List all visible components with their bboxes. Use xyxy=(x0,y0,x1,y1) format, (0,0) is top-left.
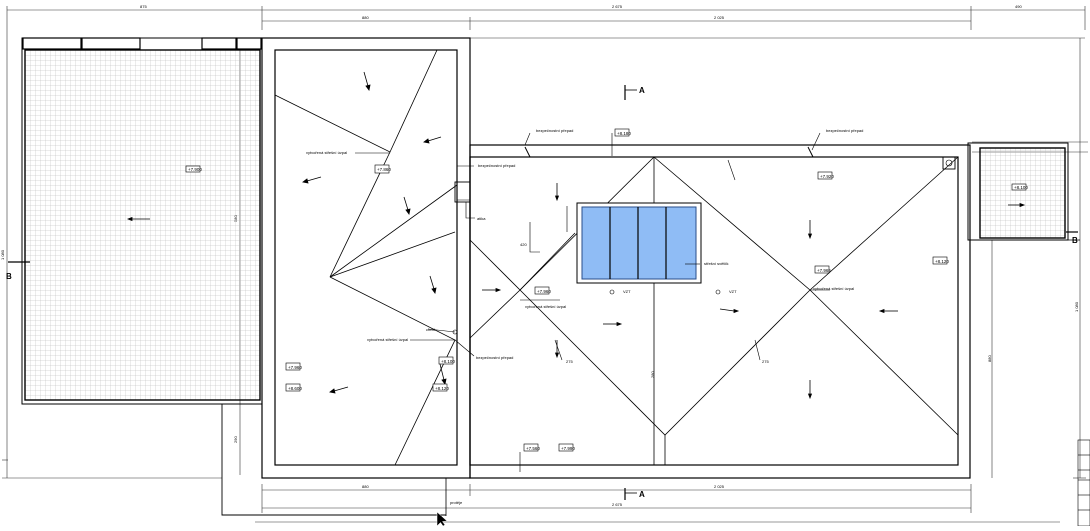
skylight xyxy=(576,202,702,284)
label-overflow-1: bezpečnostní přepad xyxy=(478,163,515,168)
section-b-right: B xyxy=(1072,236,1078,245)
elevation-tag: +7.920 xyxy=(817,171,834,180)
elevation-tag: +8.100 xyxy=(438,356,455,365)
svg-text:+7.965: +7.965 xyxy=(817,268,831,273)
label-overflow-2: bezpečnostní přepad xyxy=(476,355,513,360)
label-spout: chrlič xyxy=(426,327,435,332)
middle-roof xyxy=(261,37,471,479)
dim-top-outer-1: 875 xyxy=(140,4,147,9)
elevation-tag: +7.965 xyxy=(814,265,831,274)
mouse-cursor-icon xyxy=(436,511,448,527)
label-chute-1: bezpečnostní přepad xyxy=(536,128,573,133)
label-gutter-2: vytvořená střešní úvpal xyxy=(367,337,408,342)
right-roof xyxy=(469,144,971,479)
dim-top-inner-1: 880 xyxy=(362,15,369,20)
label-vent-2: VZT xyxy=(729,289,737,294)
elevation-tag: +7.990 xyxy=(558,443,575,452)
svg-text:+7.560: +7.560 xyxy=(526,446,540,451)
dim-bottom-inner-2: 2 025 xyxy=(714,484,725,489)
elevation-tag: +8.600 xyxy=(285,383,302,392)
dim-right-total: 1 080 xyxy=(1074,301,1079,312)
dim-bottom-outer: 2 675 xyxy=(612,502,623,507)
label-skylight: střešní světlík xyxy=(704,261,728,266)
svg-text:+8.100: +8.100 xyxy=(441,359,455,364)
dim-top-outer-2: 2 675 xyxy=(612,4,623,9)
right-terrace xyxy=(967,142,1080,241)
label-vent-1: VZT xyxy=(623,289,631,294)
svg-text:+7.920: +7.920 xyxy=(820,174,834,179)
slope-arrows xyxy=(126,71,1026,400)
dim-inner-h-1: 420 xyxy=(520,242,527,247)
dim-inner-h-3: 275 xyxy=(762,359,769,364)
label-valley-2: vytvořená střešní úvpal xyxy=(813,286,854,291)
elevation-tag: +8.100 xyxy=(1011,183,1028,191)
dim-left-total: 1 080 xyxy=(0,249,5,260)
elevation-tag: +7.960 xyxy=(534,286,551,295)
dim-inner-v-3: 880 xyxy=(987,355,992,362)
dim-inner-v-4: 280 xyxy=(650,371,655,378)
svg-text:+8.100: +8.100 xyxy=(1014,185,1028,190)
section-a-top: A xyxy=(639,86,645,95)
dim-inner-v-2: 290 xyxy=(233,436,238,443)
svg-text:+7.960: +7.960 xyxy=(288,365,302,370)
dim-bottom-inner-1: 880 xyxy=(362,484,369,489)
svg-text:+8.120: +8.120 xyxy=(935,259,949,264)
svg-text:+7.900: +7.900 xyxy=(188,167,202,172)
svg-text:+8.180: +8.180 xyxy=(617,131,631,136)
svg-text:+7.960: +7.960 xyxy=(537,289,551,294)
section-b-left: B xyxy=(6,272,12,281)
leader-lines xyxy=(355,132,956,472)
svg-text:+8.600: +8.600 xyxy=(288,386,302,391)
section-marks: A A B B xyxy=(6,85,1078,500)
elevation-tag: +7.860 xyxy=(374,164,391,174)
dim-inner-h-2: 275 xyxy=(566,359,573,364)
label-attic: atika xyxy=(477,216,486,221)
section-a-bottom: A xyxy=(639,490,645,499)
elevation-tag: +8.180 xyxy=(614,128,631,137)
elevation-tag: +7.960 xyxy=(285,362,302,371)
elevation-tag: +7.900 xyxy=(185,165,202,173)
elevation-tag: +7.560 xyxy=(523,443,540,452)
label-valley-1: vytvořená střešní úvpal xyxy=(525,304,566,309)
dimension-labels: 875 2 675 490 880 2 025 880 2 025 2 675 … xyxy=(0,4,1079,507)
label-gutter-1: vytvořená střešní úvpal xyxy=(306,150,347,155)
dim-top-inner-2: 2 025 xyxy=(714,15,725,20)
left-terrace xyxy=(21,37,447,516)
svg-text:+7.990: +7.990 xyxy=(561,446,575,451)
label-crossing: protěje xyxy=(450,500,463,505)
dim-top-outer-3: 490 xyxy=(1015,4,1022,9)
svg-text:+8.120: +8.120 xyxy=(435,386,449,391)
elevation-tag: +8.120 xyxy=(432,383,449,392)
elevation-tag: +8.120 xyxy=(932,256,949,265)
annotations: vytvořená střešní úvpal bezpečnostní pře… xyxy=(306,128,863,505)
elevation-tags: +7.900 +7.860 +7.960 +8.600 +8.100 +8.12… xyxy=(185,128,1028,452)
label-chute-2: bezpečnostní přepad xyxy=(826,128,863,133)
svg-text:+7.860: +7.860 xyxy=(377,167,391,172)
